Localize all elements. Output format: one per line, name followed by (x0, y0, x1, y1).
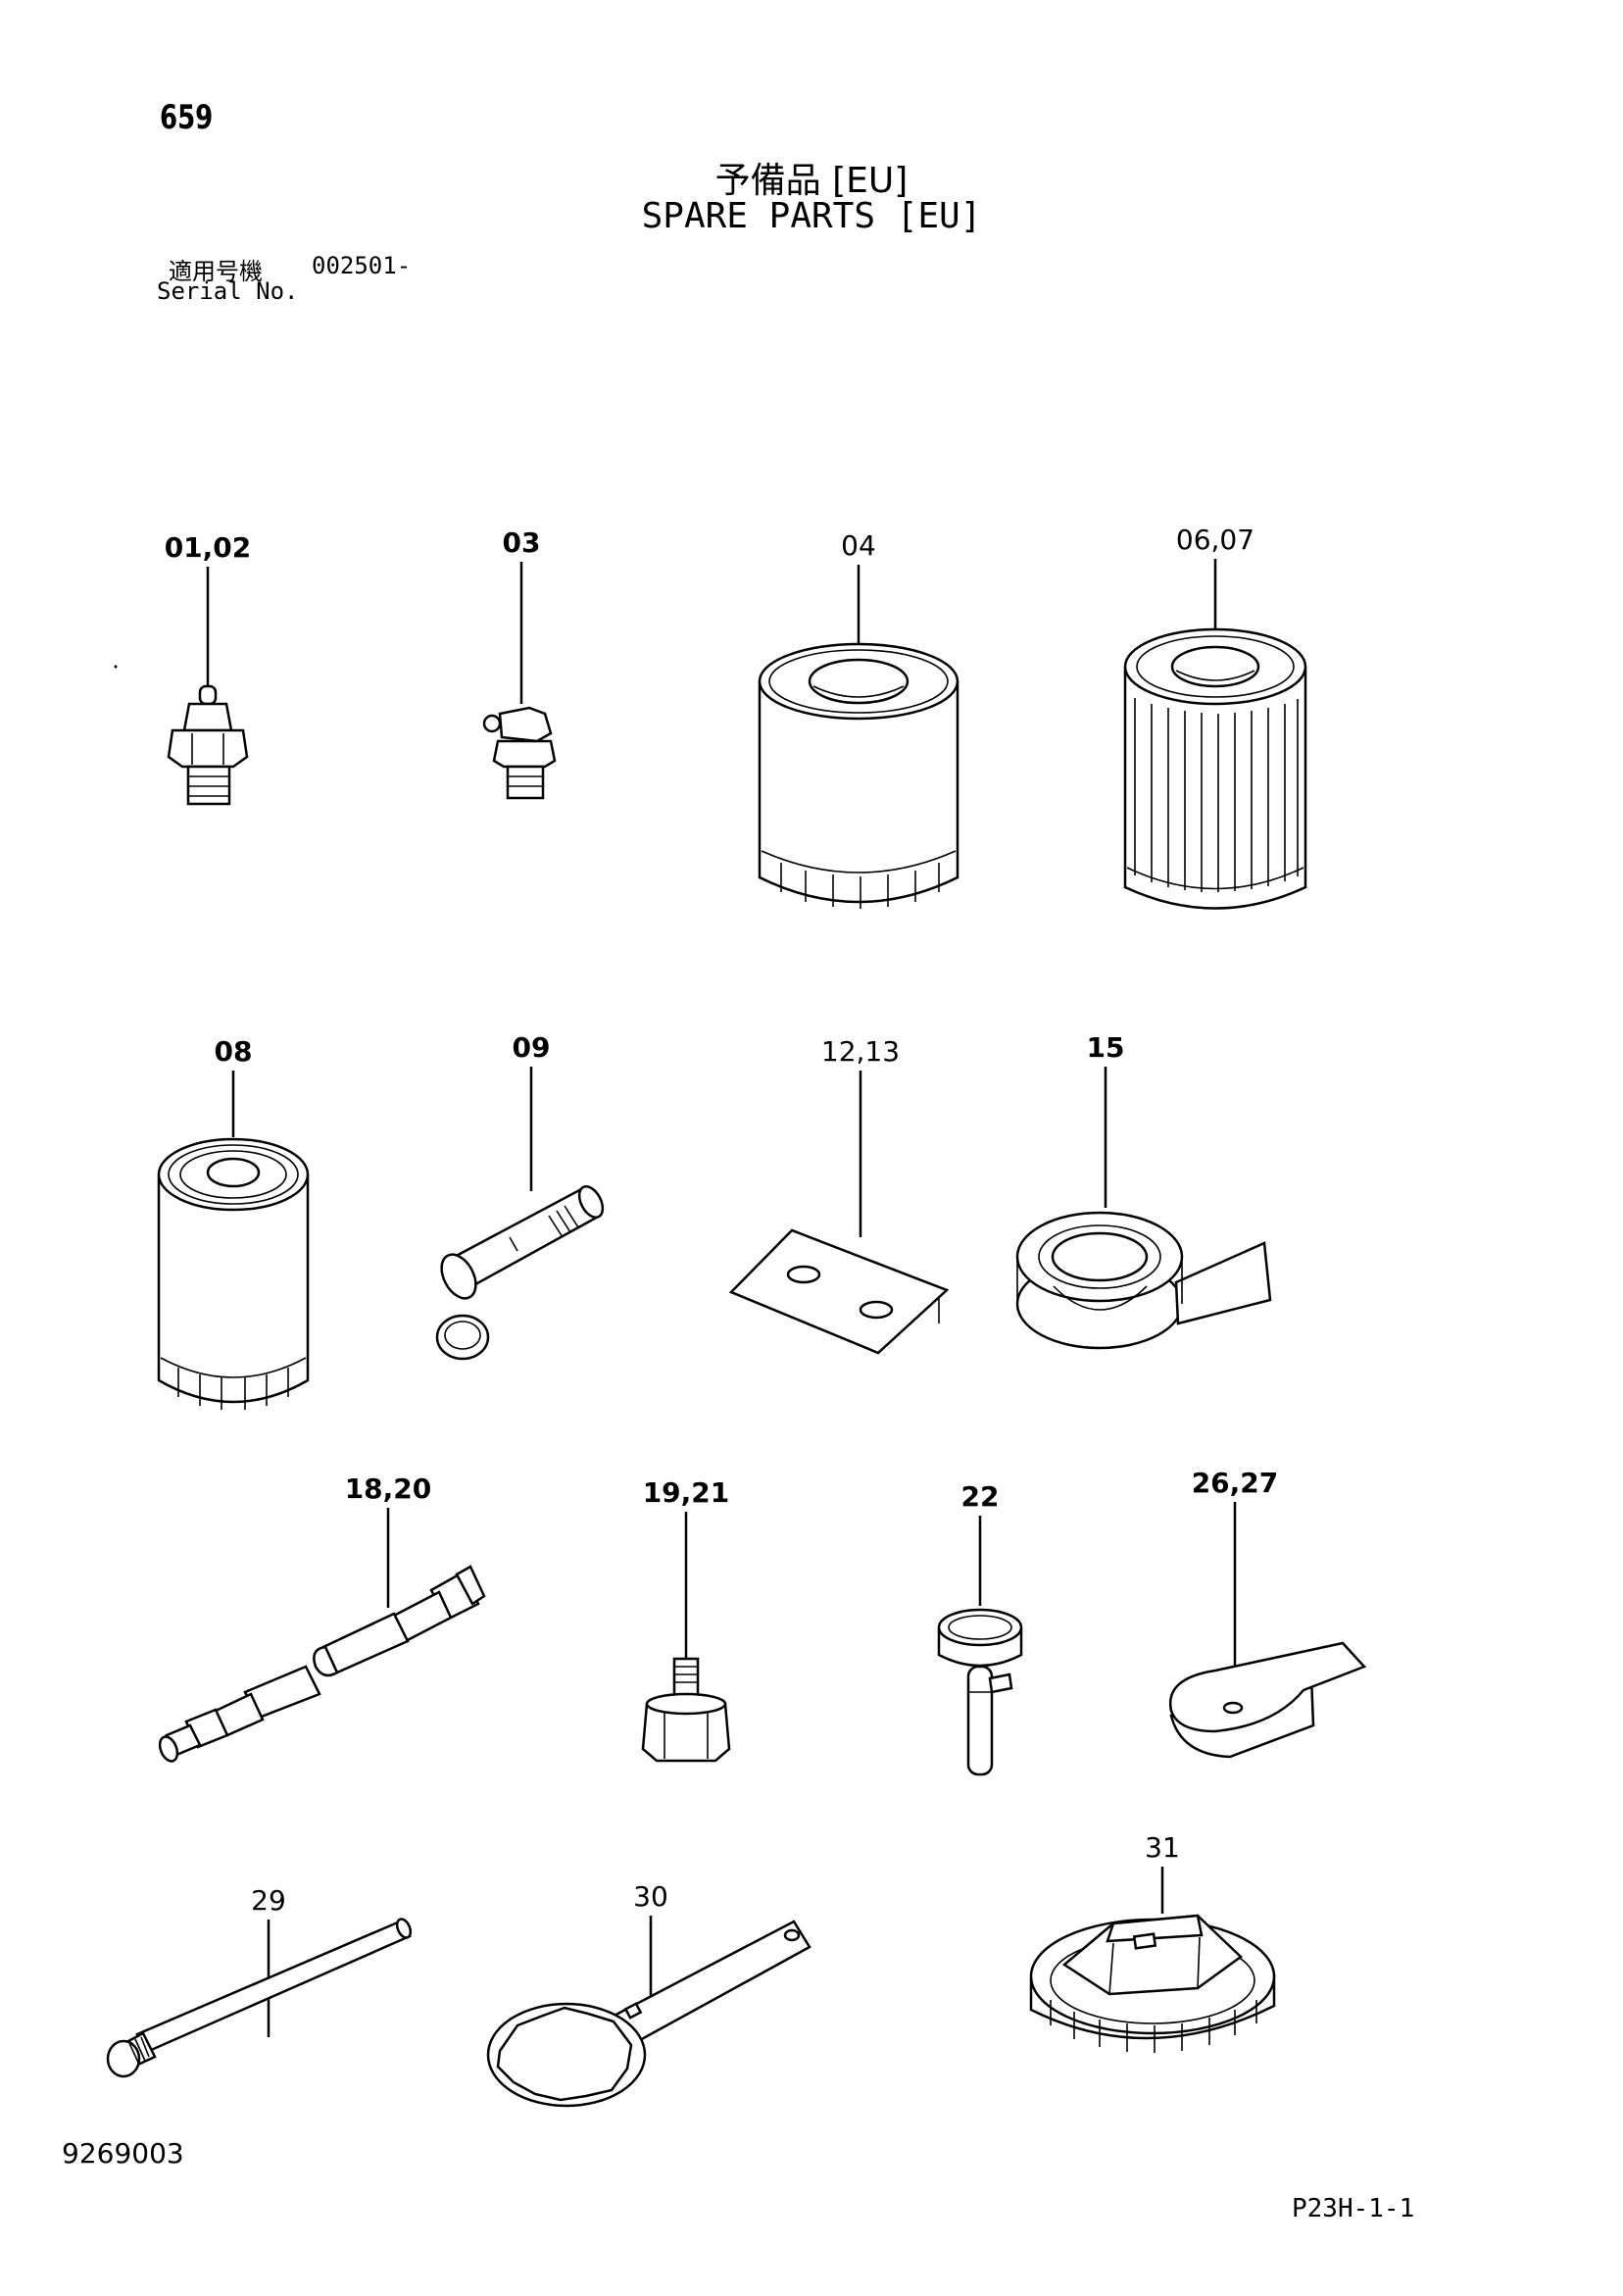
part-label: 01,02 (165, 531, 252, 564)
page-number: 659 (160, 98, 214, 137)
drawing-number: 9269003 (62, 2137, 184, 2170)
part-label: 15 (1087, 1031, 1125, 1064)
part-pin-with-ring[interactable]: 22 (937, 1480, 1023, 1776)
page-code: P23H-1-1 (1292, 2194, 1415, 2223)
part-oil-filter[interactable]: 04 (758, 529, 959, 909)
part-label: 18,20 (345, 1472, 432, 1505)
serial-number-value: 002501- (312, 252, 412, 279)
part-fuel-filter[interactable]: 08 (157, 1035, 310, 1410)
part-label: 12,13 (821, 1035, 900, 1068)
part-label: 08 (215, 1035, 253, 1068)
part-label: 03 (503, 526, 541, 559)
part-rod-tool[interactable]: 29 (106, 1884, 414, 2078)
part-adapter-fitting[interactable]: 19,21 (641, 1476, 731, 1763)
serial-label-japanese: 適用号機 (169, 258, 263, 285)
serial-label-english: Serial No. (157, 277, 299, 305)
part-label: 06,07 (1176, 524, 1254, 556)
part-seal-tape[interactable]: 15 (1015, 1031, 1272, 1350)
part-label: 26,27 (1192, 1467, 1279, 1499)
part-label: 19,21 (643, 1476, 730, 1509)
part-label: 31 (1145, 1831, 1180, 1864)
part-grease-nozzle[interactable]: 09 (434, 1031, 607, 1361)
part-hose-assembly[interactable]: 18,20 (157, 1472, 486, 1764)
part-gasket-plate[interactable]: 12,13 (728, 1035, 950, 1355)
page-title-japanese: 予備品 [EU] (714, 161, 909, 201)
page-title-english: SPARE PARTS [EU] (641, 196, 982, 236)
part-filter-cap-wrench[interactable]: 31 (1029, 1831, 1276, 2053)
part-filter-element[interactable]: 06,07 (1123, 524, 1307, 910)
part-label: 09 (513, 1031, 551, 1064)
part-spanner-wrench[interactable]: 30 (486, 1880, 812, 2108)
part-grease-nipple-angled[interactable]: 03 (482, 526, 557, 800)
part-label: 30 (633, 1880, 668, 1913)
part-grease-nipple-straight[interactable]: 01,02 (165, 531, 252, 806)
part-tag-plate[interactable]: 26,27 (1168, 1467, 1367, 1759)
part-label: 04 (841, 529, 876, 562)
part-label: 22 (961, 1480, 1000, 1513)
part-label: 29 (251, 1884, 286, 1917)
